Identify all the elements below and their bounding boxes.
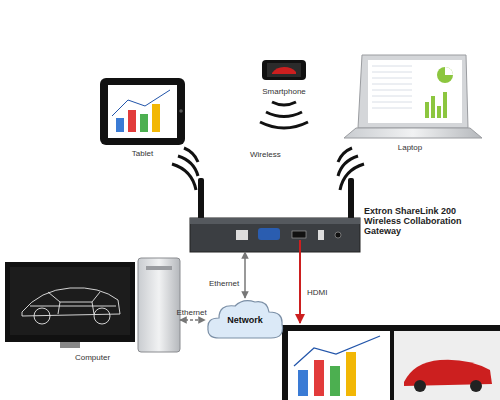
network-cloud: Network [205,298,285,342]
network-label: Network [205,298,285,342]
signal-label: HDMI [307,288,327,297]
device-node: Smartphone [256,58,312,96]
tablet-illustration [100,78,185,145]
device-label: Tablet [132,149,153,158]
laptop-illustration [344,55,482,138]
ethernet-connector [244,252,246,298]
device-label: Computer [75,353,110,362]
gateway-illustration [190,178,360,252]
connector-label: Ethernet [209,279,239,288]
wireless-label: Wireless [250,150,281,159]
device-node: Computer [5,258,180,362]
gateway-node: Extron ShareLink 200 Wireless Collaborat… [190,218,360,252]
smartphone-illustration [262,60,306,80]
device-label: Smartphone [262,87,306,96]
connector-label: Ethernet [177,308,207,317]
display-illustration [282,325,500,400]
ethernet-connector [180,319,205,321]
computer-illustration [5,258,180,352]
wireless-waves [172,102,364,190]
device-node: Tablet [100,78,185,158]
device-label: Laptop [398,143,422,152]
hdmi-wire [299,240,301,323]
device-node: Laptop [350,55,470,152]
gateway-title: Extron ShareLink 200 Wireless Collaborat… [364,206,470,236]
